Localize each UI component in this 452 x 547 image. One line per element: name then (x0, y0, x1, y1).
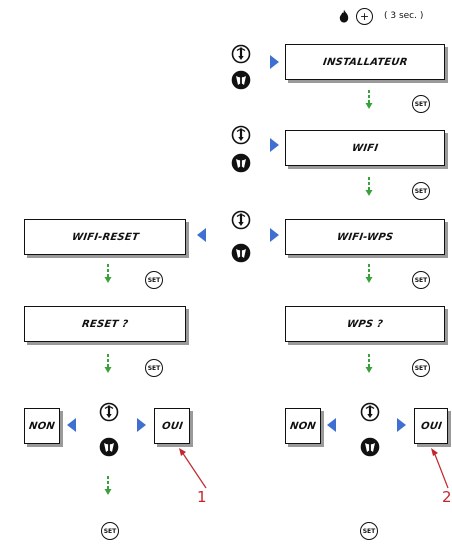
display-oui-left: OUI (154, 408, 190, 444)
set-button-icon[interactable]: SET (412, 182, 430, 200)
arrow-right-icon (270, 55, 279, 69)
display-wps-question-text: WPS ? (346, 318, 384, 330)
display-non-right-text: NON (289, 420, 317, 432)
set-button-icon[interactable]: SET (412, 271, 430, 289)
green-down-arrow-icon (104, 264, 112, 284)
display-wifi-wps-text: WIFI-WPS (336, 231, 394, 243)
rotary-knob-down-icon[interactable] (231, 243, 251, 263)
rotary-knob-down-icon[interactable] (360, 437, 380, 457)
set-button-icon[interactable]: SET (360, 522, 378, 540)
set-button-icon[interactable]: SET (101, 522, 119, 540)
display-wifi-reset-text: WIFI-RESET (70, 231, 140, 243)
rotary-knob-up-icon[interactable] (231, 210, 251, 230)
display-installateur: INSTALLATEUR (285, 44, 445, 80)
display-reset-question-text: RESET ? (81, 318, 129, 330)
set-button-icon[interactable]: SET (145, 271, 163, 289)
display-non-right: NON (285, 408, 321, 444)
display-installateur-text: INSTALLATEUR (321, 56, 409, 68)
display-reset-question: RESET ? (24, 306, 186, 342)
arrow-left-icon (197, 228, 206, 242)
rotary-knob-up-icon[interactable] (99, 402, 119, 422)
arrow-right-icon (137, 418, 146, 432)
arrow-left-icon (67, 418, 76, 432)
display-oui-right: OUI (414, 408, 448, 444)
arrow-right-icon (270, 228, 279, 242)
green-down-arrow-icon (365, 90, 373, 110)
green-down-arrow-icon (104, 476, 112, 496)
green-down-arrow-icon (104, 354, 112, 374)
arrow-right-icon (270, 138, 279, 152)
rotary-knob-up-icon[interactable] (231, 125, 251, 145)
display-wifi-wps: WIFI-WPS (285, 219, 445, 255)
rotary-knob-down-icon[interactable] (231, 70, 251, 90)
arrow-left-icon (327, 418, 336, 432)
display-wifi: WIFI (285, 130, 445, 166)
rotary-knob-up-icon[interactable] (360, 402, 380, 422)
green-down-arrow-icon (365, 354, 373, 374)
green-down-arrow-icon (365, 264, 373, 284)
green-down-arrow-icon (365, 177, 373, 197)
callout-arrow-1 (179, 448, 207, 489)
callout-label-2: 2 (442, 488, 452, 506)
callout-arrow-2 (431, 448, 449, 489)
arrow-right-icon (397, 418, 406, 432)
flame-icon (339, 9, 349, 23)
plus-button-icon[interactable]: + (356, 8, 373, 25)
callout-label-1: 1 (197, 488, 207, 506)
set-button-icon[interactable]: SET (145, 359, 163, 377)
rotary-knob-down-icon[interactable] (231, 153, 251, 173)
rotary-knob-down-icon[interactable] (99, 437, 119, 457)
hold-duration-label: ( 3 sec. ) (384, 11, 424, 21)
display-wps-question: WPS ? (285, 306, 445, 342)
display-non-left: NON (24, 408, 60, 444)
rotary-knob-up-icon[interactable] (231, 44, 251, 64)
display-wifi-reset: WIFI-RESET (24, 219, 186, 255)
display-oui-right-text: OUI (419, 420, 443, 432)
set-button-icon[interactable]: SET (412, 95, 430, 113)
display-wifi-text: WIFI (351, 142, 379, 154)
set-button-icon[interactable]: SET (412, 359, 430, 377)
display-oui-left-text: OUI (160, 420, 184, 432)
display-non-left-text: NON (28, 420, 56, 432)
